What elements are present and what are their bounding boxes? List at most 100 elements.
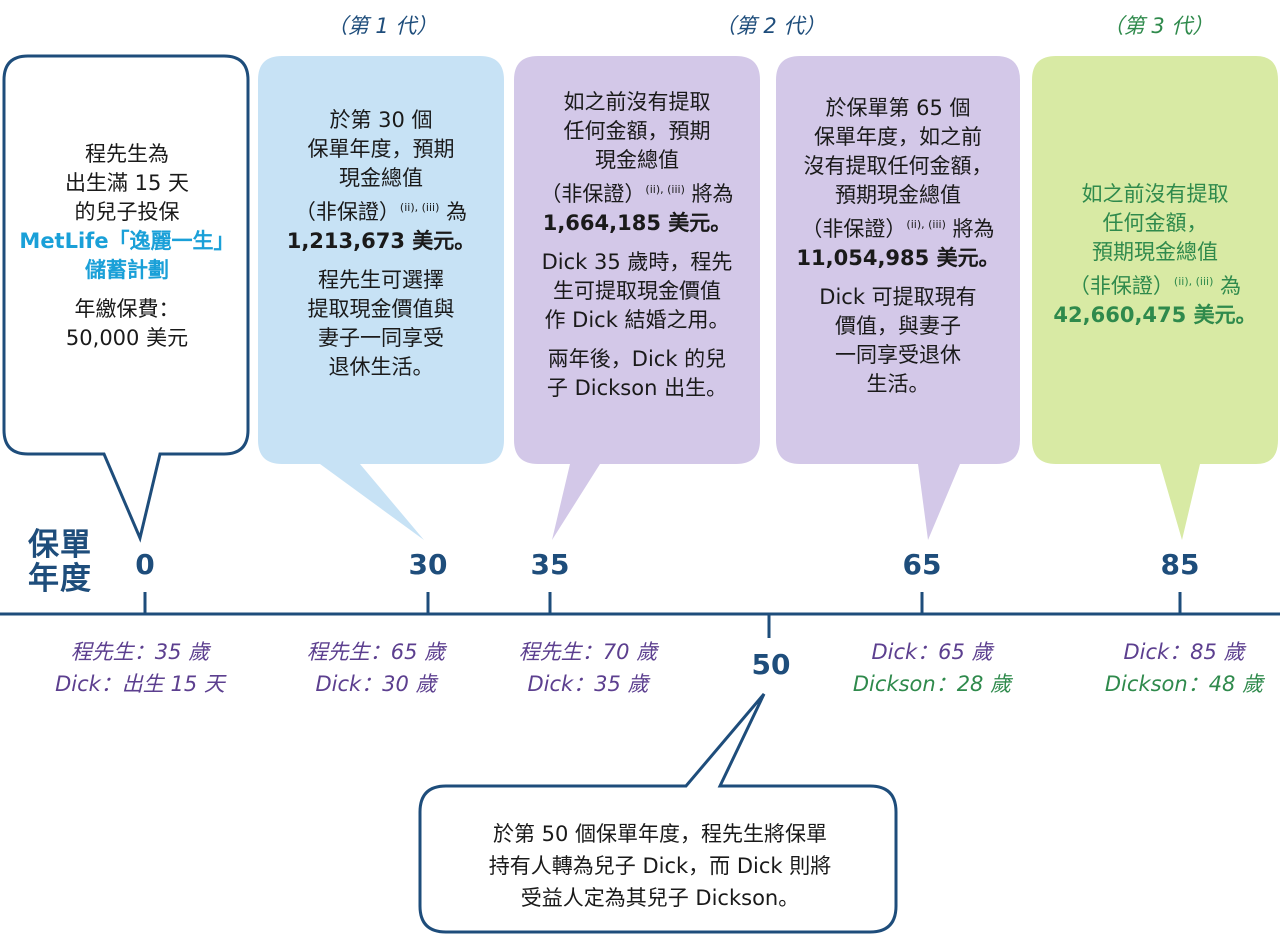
text-line: （非保證）(ii), (iii) 為: [1036, 267, 1274, 301]
text-span: （非保證）: [801, 217, 907, 241]
plan-name-2: 儲蓄計劃: [85, 258, 169, 282]
text-line: 年繳保費：: [74, 297, 180, 321]
amount: 1,664,185: [542, 211, 661, 235]
text-line: 子 Dickson 出生。: [546, 376, 728, 400]
text-span: （非保證）: [1068, 274, 1174, 298]
text-line: 於保單第 65 個: [825, 96, 971, 120]
bubble-30-text: 於第 30 個 保單年度，預期 現金總值 （非保證）(ii), (iii) 為 …: [262, 106, 500, 382]
amount: 1,213,673: [286, 229, 405, 253]
age-line: Dick：出生 15 天: [55, 672, 225, 696]
bubble-0-text: 程先生為 出生滿 15 天 的兒子投保 MetLife「逸麗一生」 儲蓄計劃 年…: [14, 140, 240, 353]
bubble-year-30: [258, 56, 504, 540]
cash-value: 1,664,185 美元。: [518, 209, 756, 238]
text-line: 提取現金價值與: [307, 297, 455, 321]
text-line: 如之前沒有提取: [1081, 182, 1229, 206]
text-line: 程先生為: [85, 142, 169, 166]
age-label-0: 程先生：35 歲 Dick：出生 15 天: [10, 636, 270, 700]
bubble-85-text: 如之前沒有提取 任何金額， 預期現金總值 （非保證）(ii), (iii) 為 …: [1036, 180, 1274, 330]
tick-label-30: 30: [408, 548, 448, 581]
text-line: （非保證）(ii), (iii) 為: [262, 193, 500, 227]
tick-label-35: 35: [530, 548, 570, 581]
tick-label-65: 65: [902, 548, 942, 581]
currency: 美元: [936, 246, 979, 270]
currency: 美元: [1193, 303, 1236, 327]
text-line: 出生滿 15 天: [64, 171, 190, 195]
age-line: 程先生：65 歲: [306, 640, 446, 664]
text-line: 沒有提取任何金額，: [803, 154, 993, 178]
text-line: （非保證）(ii), (iii) 將為: [780, 210, 1016, 244]
text-line: Dick 35 歲時，程先: [541, 250, 733, 274]
text-line: 受益人定為其兒子 Dickson。: [520, 886, 800, 910]
text-line: 於第 30 個: [329, 108, 433, 132]
generation-2-label: （第 2 代）: [714, 14, 826, 38]
text-span: 將為: [691, 182, 734, 206]
text-line: 兩年後，Dick 的兒: [547, 347, 727, 371]
text-line: 任何金額，: [1102, 211, 1208, 235]
age-line: 程先生：35 歲: [70, 640, 210, 664]
text-span: 為: [446, 200, 468, 224]
age-line: Dick：30 歲: [315, 672, 437, 696]
premium-value: 50,000 美元: [65, 326, 189, 350]
text-line: 保單年度，預期: [307, 137, 455, 161]
cash-value: 42,660,475 美元。: [1036, 301, 1274, 330]
bubble-year-85: [1032, 56, 1278, 540]
axis-title-line: 保單: [28, 527, 92, 563]
footnote-ref: (ii), (iii): [399, 201, 440, 214]
tick-label-85: 85: [1160, 548, 1200, 581]
amount: 11,054,985: [796, 246, 930, 270]
plan-name: MetLife「逸麗一生」: [19, 229, 235, 253]
text-line: 妻子一同享受: [318, 326, 444, 350]
text-line: 的兒子投保: [74, 200, 180, 224]
text-line: 生活。: [866, 372, 930, 396]
currency: 美元: [412, 229, 455, 253]
text-line: 預期現金總值: [1092, 240, 1218, 264]
text-line: 任何金額，預期: [563, 119, 711, 143]
text-span: 為: [1220, 274, 1242, 298]
text-line: Dick 可提取現有: [819, 285, 977, 309]
text-line: 持有人轉為兒子 Dick，而 Dick 則將: [488, 854, 832, 878]
punct: 。: [454, 229, 476, 253]
footnote-ref: (ii), (iii): [1173, 275, 1214, 288]
tick-label-50: 50: [751, 648, 791, 681]
age-line: Dickson：48 歲: [1104, 672, 1264, 696]
text-line: 程先生可選擇: [318, 268, 444, 292]
footnote-ref: (ii), (iii): [906, 218, 946, 231]
footnote-ref: (ii), (iii): [645, 183, 685, 196]
cash-value: 1,213,673 美元。: [262, 227, 500, 256]
text-span: （非保證）: [540, 182, 646, 206]
tick-label-0: 0: [135, 548, 155, 581]
age-line: Dickson：28 歲: [852, 672, 1012, 696]
age-label-85: Dick：85 歲 Dickson：48 歲: [1054, 636, 1280, 700]
axis-title: 保單 年度: [28, 528, 92, 596]
currency: 美元: [668, 211, 711, 235]
text-line: 退休生活。: [328, 355, 434, 379]
text-line: 作 Dick 結婚之用。: [544, 308, 730, 332]
text-line: 一同享受退休: [835, 343, 961, 367]
text-line: 現金總值: [339, 166, 423, 190]
generation-1-label: （第 1 代）: [326, 14, 438, 38]
bubble-50-text: 於第 50 個保單年度，程先生將保單 持有人轉為兒子 Dick，而 Dick 則…: [440, 818, 880, 914]
text-line: 現金總值: [595, 148, 679, 172]
axis-title-line: 年度: [28, 561, 92, 597]
text-line: （非保證）(ii), (iii) 將為: [518, 175, 756, 209]
text-line: 價值，與妻子: [835, 314, 961, 338]
age-label-30: 程先生：65 歲 Dick：30 歲: [246, 636, 506, 700]
bubble-year-50: [418, 693, 898, 934]
bubble-35-text: 如之前沒有提取 任何金額，預期 現金總值 （非保證）(ii), (iii) 將為…: [518, 88, 756, 403]
text-span: 將為: [952, 217, 995, 241]
cash-value: 11,054,985 美元。: [780, 244, 1016, 273]
text-line: 預期現金總值: [835, 183, 961, 207]
bubble-year-65: [776, 56, 1020, 540]
age-label-65: Dick：65 歲 Dickson：28 歲: [802, 636, 1062, 700]
punct: 。: [710, 211, 732, 235]
text-span: （非保證）: [294, 200, 400, 224]
bubble-year-0: [2, 54, 250, 543]
age-line: Dick：35 歲: [527, 672, 649, 696]
text-line: 於第 50 個保單年度，程先生將保單: [492, 822, 828, 846]
age-label-35: 程先生：70 歲 Dick：35 歲: [458, 636, 718, 700]
text-line: 生可提取現金價值: [553, 279, 721, 303]
punct: 。: [1235, 303, 1257, 327]
bubble-65-text: 於保單第 65 個 保單年度，如之前 沒有提取任何金額， 預期現金總值 （非保證…: [780, 94, 1016, 399]
generation-3-label: （第 3 代）: [1102, 14, 1214, 38]
